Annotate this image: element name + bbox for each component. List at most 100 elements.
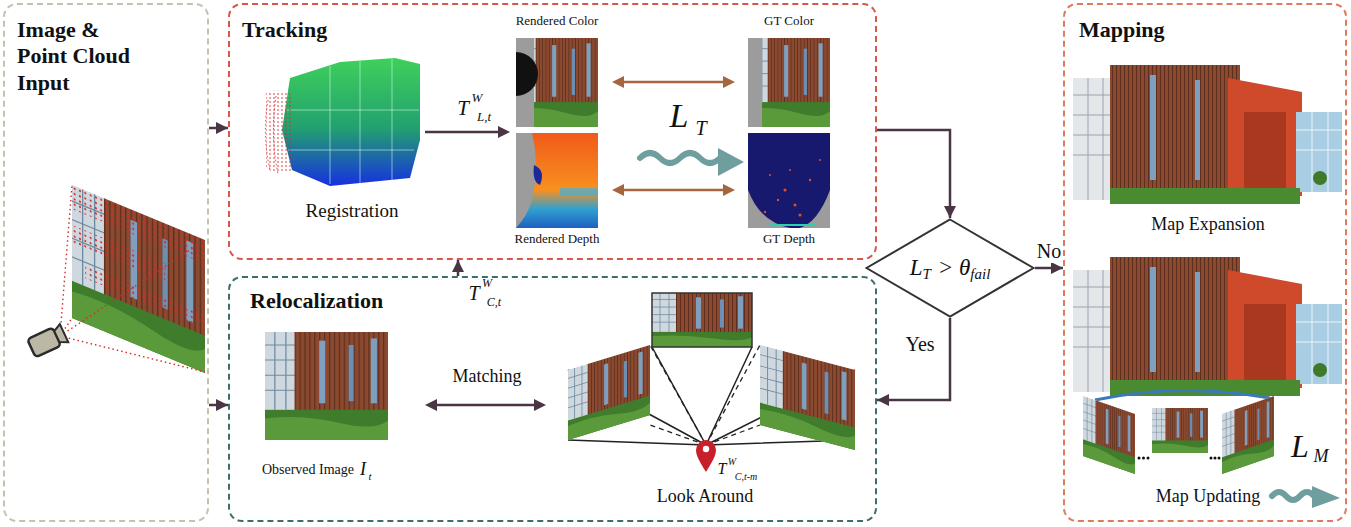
illustration-use [568, 345, 650, 440]
illustration-rect [72, 185, 205, 264]
illustration-circle [1210, 457, 1213, 460]
illustration-path [748, 190, 790, 228]
decision-term: fail [970, 266, 990, 283]
decision-term: T [922, 266, 930, 283]
illustration-path [1095, 390, 1270, 400]
gt-color-image [748, 38, 830, 127]
math-symbol: T [718, 460, 727, 478]
illustration-path [1272, 492, 1314, 500]
flow-arrow [209, 127, 228, 130]
illustration-path [266, 91, 292, 174]
illustration-path [770, 224, 815, 226]
flow-arrow [877, 130, 950, 218]
illustration-path [60, 185, 205, 372]
illustration-path [516, 133, 536, 228]
section-heading: Image & Point Cloud Input [17, 17, 145, 96]
edge-label: Yes [903, 333, 936, 356]
flow-arrow [877, 318, 950, 400]
illustration-path [620, 82, 727, 190]
loss-wave-arrow [640, 148, 744, 176]
section-heading: Mapping [1079, 17, 1165, 43]
math-symbol: T [468, 282, 479, 305]
compare-arrows [612, 76, 735, 196]
illustration-path [718, 148, 744, 176]
illustration-path [53, 324, 69, 346]
illustration-rect [652, 293, 752, 347]
illustration-rect [516, 133, 598, 228]
illustration-circle [809, 179, 811, 181]
illustration-circle [1218, 457, 1221, 460]
loss-symbol: L [670, 96, 689, 135]
illustration-use [652, 293, 752, 347]
gt-depth-image [748, 133, 830, 228]
step-label: Registration [306, 200, 399, 222]
observed-image [265, 332, 388, 440]
illustration-g [72, 185, 205, 328]
illustration-circle [1138, 457, 1141, 460]
illustration-use [748, 38, 830, 127]
illustration-use [1073, 65, 1342, 204]
illustration-circle [819, 159, 821, 161]
illustration-path [696, 440, 716, 472]
math-subscript: L,t [477, 110, 491, 125]
decision-diamond: LT > θfail [865, 218, 1035, 318]
illustration-use [1152, 408, 1208, 453]
decision-term: L [910, 255, 923, 280]
decision-text: LT > θfail [865, 218, 1035, 318]
section-heading: Tracking [242, 17, 327, 43]
illustration-use [1083, 396, 1135, 474]
illustration-use [760, 345, 855, 450]
illustration-use [516, 38, 598, 127]
rendered-color-image [516, 38, 598, 127]
math-subscript: C,t-m [735, 471, 758, 483]
loss-symbol: L [1291, 428, 1309, 465]
illustration-circle [1214, 457, 1217, 460]
image-caption: Rendered Depth [515, 232, 600, 247]
section-heading: Relocalization [250, 288, 383, 314]
illustration-circle [769, 174, 771, 176]
illustration-rect [560, 188, 598, 196]
tracking-panel: Tracking [228, 3, 877, 260]
illustration-g [1138, 457, 1221, 460]
illustration-polygon [282, 58, 420, 186]
math-symbol: I [360, 459, 366, 480]
relocalization-panel: Relocalization [228, 276, 877, 522]
illustration-path [650, 345, 760, 445]
illustration-use [72, 185, 205, 373]
pose-arrow [425, 126, 510, 138]
diamond-shape [867, 220, 1034, 317]
look-around-views [568, 293, 855, 472]
illustration-circle [1142, 457, 1145, 460]
illustration-path [1312, 486, 1340, 508]
illustration-rect [85, 265, 205, 328]
illustration-path [425, 399, 546, 411]
flow-arrow [209, 404, 228, 407]
illustration-g [27, 324, 68, 357]
illustration-circle [764, 211, 766, 213]
step-label: Map Updating [1156, 486, 1260, 507]
illustration-path [425, 131, 500, 134]
math-superscript: W [728, 456, 736, 468]
matching-arrow [425, 399, 546, 411]
decision-term: > θ [938, 255, 971, 280]
illustration-rect [748, 133, 830, 228]
illustration-use [1073, 257, 1342, 396]
illustration-path [534, 165, 542, 185]
illustration-circle [1147, 457, 1150, 460]
illustration-path [516, 52, 538, 96]
illustration-use [1222, 396, 1274, 474]
math-subscript: C,t [487, 296, 501, 310]
edge-label: No [1035, 240, 1063, 263]
step-label: Look Around [657, 486, 754, 507]
illustration-circle [777, 199, 779, 201]
flow-arrow [1035, 267, 1063, 270]
input-panel: Image & Point Cloud Input [3, 3, 209, 522]
illustration-path [748, 38, 762, 127]
step-label: Matching [453, 366, 522, 387]
image-caption: GT Color [764, 14, 814, 29]
illustration-circle [794, 204, 797, 207]
